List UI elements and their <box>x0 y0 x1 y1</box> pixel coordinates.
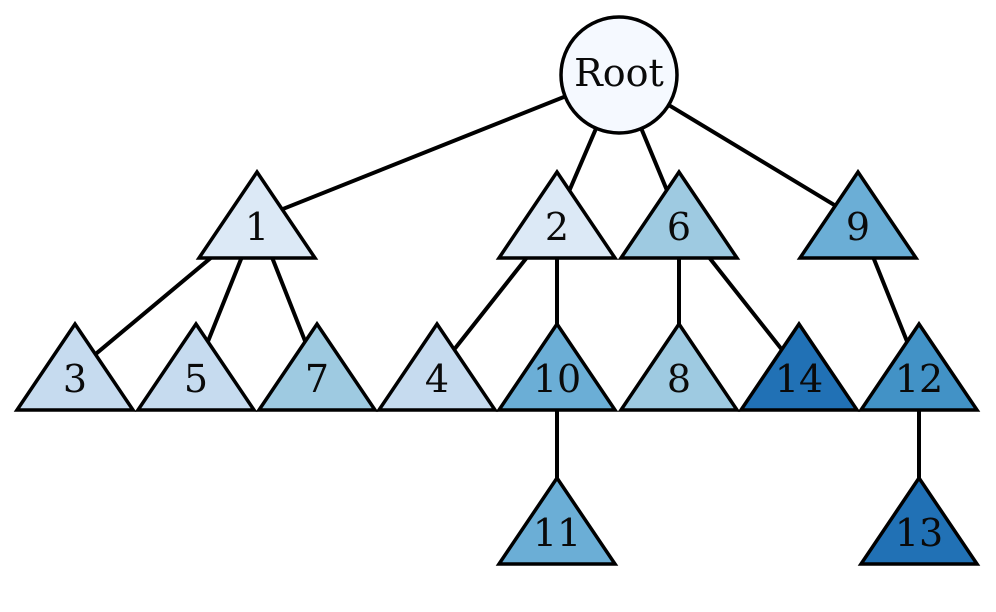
triangle-shape <box>857 474 981 566</box>
tree-node-9: 9 <box>796 168 920 260</box>
triangle-shape <box>495 474 619 566</box>
triangle-shape <box>13 320 137 412</box>
triangle-shape <box>495 168 619 260</box>
tree-node-root: Root <box>559 15 679 135</box>
node-label: 7 <box>305 357 329 401</box>
root-circle <box>559 15 679 135</box>
tree-node-5: 5 <box>134 320 258 412</box>
tree-node-14: 14 <box>737 320 861 412</box>
node-label: 14 <box>775 357 823 401</box>
node-label: 2 <box>545 205 569 249</box>
node-label: 13 <box>895 511 943 555</box>
triangle-shape <box>617 320 741 412</box>
tree-node-2: 2 <box>495 168 619 260</box>
edge-root-n1 <box>255 73 621 222</box>
tree-node-3: 3 <box>13 320 137 412</box>
triangle-shape <box>617 168 741 260</box>
triangle-shape <box>134 320 258 412</box>
node-label: 1 <box>245 205 269 249</box>
triangle-shape <box>195 168 319 260</box>
tree-node-8: 8 <box>617 320 741 412</box>
tree-node-11: 11 <box>495 474 619 566</box>
tree-node-1: 1 <box>195 168 319 260</box>
triangle-shape <box>857 320 981 412</box>
triangle-shape <box>255 320 379 412</box>
node-label: 12 <box>895 357 943 401</box>
tree-node-10: 10 <box>495 320 619 412</box>
tree-node-6: 6 <box>617 168 741 260</box>
node-label: 5 <box>184 357 208 401</box>
node-label: 6 <box>667 205 691 249</box>
node-label: 9 <box>846 205 870 249</box>
node-label: 11 <box>533 511 581 555</box>
node-label: 4 <box>425 357 449 401</box>
tree-node-13: 13 <box>857 474 981 566</box>
triangle-shape <box>796 168 920 260</box>
node-label: Root <box>574 51 664 95</box>
triangle-shape <box>375 320 499 412</box>
tree-edges <box>73 73 921 528</box>
tree-node-7: 7 <box>255 320 379 412</box>
node-label: 8 <box>667 357 691 401</box>
tree-node-4: 4 <box>375 320 499 412</box>
node-label: 10 <box>533 357 581 401</box>
triangle-shape <box>737 320 861 412</box>
node-label: 3 <box>63 357 87 401</box>
triangle-shape <box>495 320 619 412</box>
tree-node-12: 12 <box>857 320 981 412</box>
